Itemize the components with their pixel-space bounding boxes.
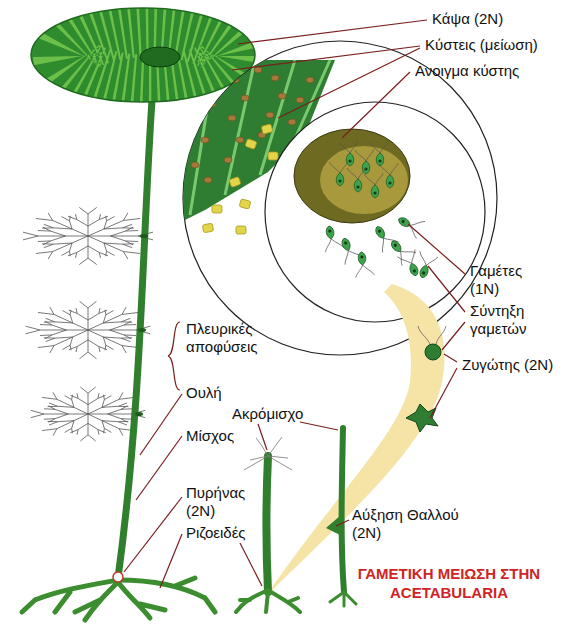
- part-label: Ακρόμισχο: [232, 405, 303, 423]
- scars: [135, 234, 148, 416]
- part-label: Πλευρικές αποφύσεις: [186, 320, 286, 356]
- part-label: Γαμέτες (1N): [470, 262, 544, 298]
- young-plant: [236, 437, 300, 612]
- diagram-title: ΓΑΜΕΤΙΚΗ ΜΕΙΩΣΗ ΣΤΗΝ ACETABULARIA: [338, 564, 560, 602]
- young-thallus: [326, 428, 356, 606]
- part-label: Αύξηση Θαλλού (2N): [352, 506, 474, 542]
- development-band: [266, 284, 445, 596]
- part-label: Πυρήνας (2N): [186, 484, 264, 520]
- part-label: Σύντηξη γαμετών: [470, 302, 554, 338]
- rhizoids: [22, 578, 215, 620]
- cap: [31, 8, 255, 102]
- leader-lines: [124, 20, 465, 588]
- open-cyst: [294, 129, 410, 223]
- fusing-gametes: [397, 249, 438, 280]
- part-label: Ουλή: [186, 384, 222, 402]
- part-label: Ζυγώτης (2N): [462, 356, 553, 374]
- nucleus: [113, 572, 123, 582]
- part-label: Κάψα (2N): [432, 10, 503, 28]
- part-label: Ανοιγμα κύστης: [415, 62, 519, 80]
- zygote: [406, 326, 446, 432]
- bracket: [168, 322, 180, 390]
- part-label: Κύστεις (μείωση): [425, 36, 538, 54]
- part-label: Ριζοειδές: [186, 524, 246, 542]
- zoom-circle: [265, 102, 485, 322]
- part-label: Μίσχος: [186, 427, 234, 445]
- stalk: [118, 100, 152, 578]
